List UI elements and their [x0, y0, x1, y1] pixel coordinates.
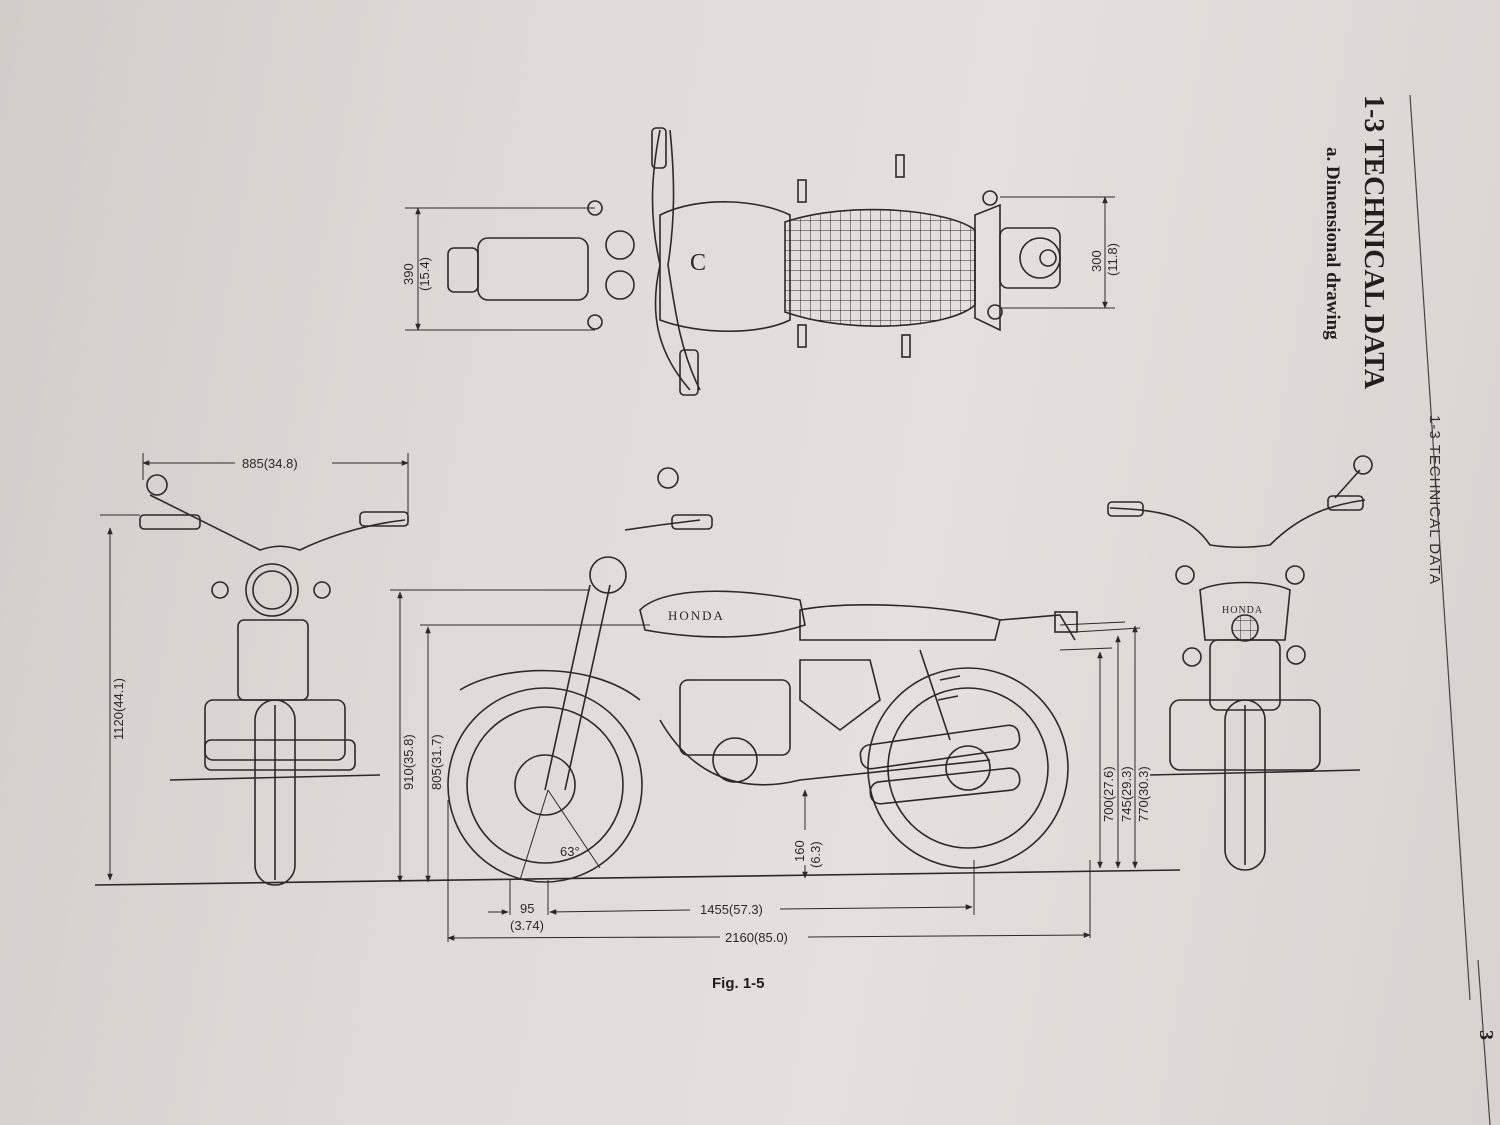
dim-height-805: 805(31.7) [429, 734, 444, 790]
ground-line [94, 869, 1181, 886]
dim-caster-angle: 63° [560, 844, 580, 859]
rear-view [1107, 455, 1373, 871]
rear-brand: HONDA [1222, 605, 1263, 616]
dim-seat-width-in: (11.8) [1105, 243, 1120, 276]
page-edge-rule [1477, 959, 1491, 1125]
page-margin-rule [1409, 94, 1471, 1001]
running-head: 1-3 TECHNICAL DATA [1426, 415, 1443, 585]
tank-brand: HONDA [668, 608, 725, 623]
dim-top-width: 390 [401, 263, 416, 285]
subsection-title: a. Dimensional drawing [1322, 147, 1343, 340]
top-view: C [447, 127, 1061, 396]
dim-seat-width: 300 [1089, 250, 1104, 272]
page-number: 3 [1475, 1030, 1497, 1040]
dim-wheelbase: 1455(57.3) [700, 902, 763, 917]
section-title: 1-3 TECHNICAL DATA [1358, 95, 1389, 390]
dim-h700: 700(27.6) [1101, 766, 1116, 822]
front-view [139, 474, 409, 886]
side-view [447, 467, 1078, 883]
dim-trail: 95 [520, 901, 534, 916]
dim-h770: 770(30.3) [1136, 766, 1151, 822]
dim-top-width-in: (15.4) [417, 257, 432, 291]
dim-ground-clearance: 160 [792, 840, 807, 862]
dim-overall-length: 2160(85.0) [725, 930, 788, 945]
dim-height-910: 910(35.8) [401, 734, 416, 790]
dim-front-height: 1120(44.1) [111, 678, 126, 740]
dim-overall-width: 885(34.8) [242, 456, 298, 471]
dim-trail-in: (3.74) [510, 918, 544, 933]
figure-caption: Fig. 1-5 [712, 975, 765, 992]
dim-ground-clearance-in: (6.3) [808, 841, 823, 868]
svg-text:C: C [690, 250, 706, 276]
dim-h745: 745(29.3) [1119, 766, 1134, 822]
